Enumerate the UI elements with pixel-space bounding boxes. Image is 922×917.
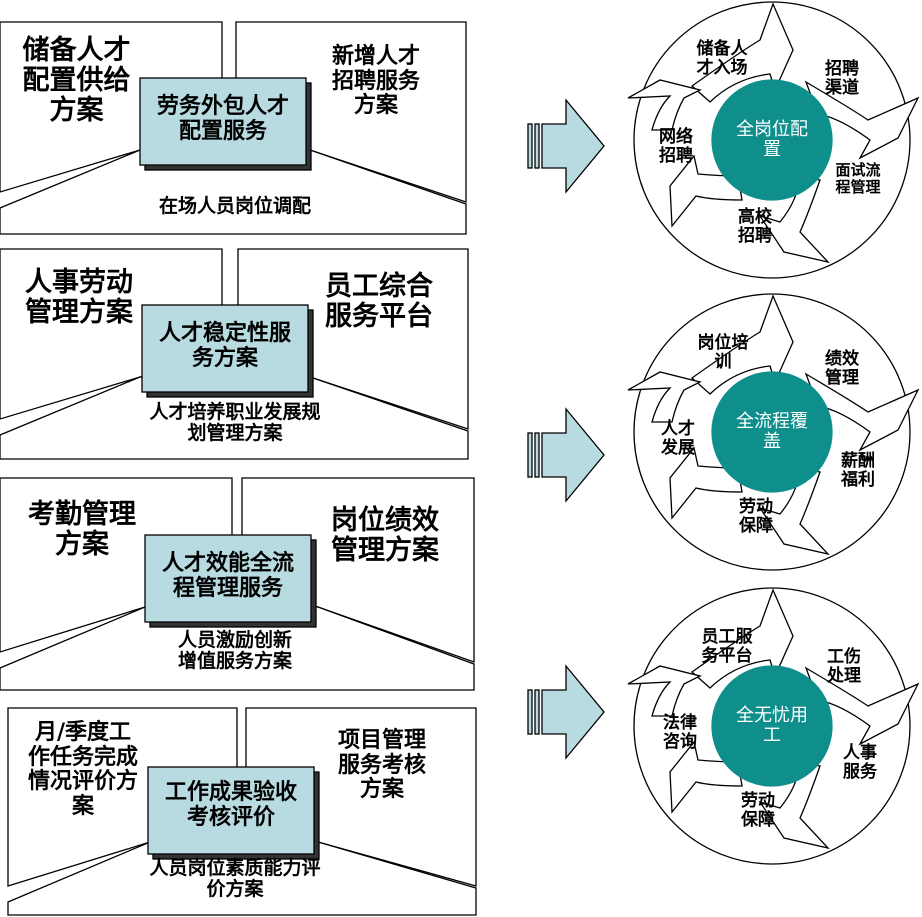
panel-1-center-label: 劳务外包人才 配置服务 <box>156 93 289 144</box>
panel-4-top-right: 项目管理 服务考核 方案 <box>337 727 426 803</box>
cycle-1-item-4: 高校 招聘 <box>738 207 772 247</box>
cycle-1-shapes <box>627 1 920 279</box>
panel-4-frame <box>7 707 477 916</box>
center-box-shapes <box>139 77 320 860</box>
panel-2-top-right: 员工综合 服务平台 <box>325 271 433 333</box>
cycle-1-item-1: 储备人 才入场 <box>696 39 748 79</box>
cycle-2-hub: 全流程覆 盖 <box>736 411 808 453</box>
cycle-3-item-4: 劳动 保障 <box>741 791 775 831</box>
cycle-3-item-3: 人事 服务 <box>843 743 877 783</box>
cycle-1-item-5: 网络 招聘 <box>659 127 693 167</box>
panel-3-bottom: 人员激励创新 增值服务方案 <box>177 629 292 673</box>
cycle-1-hub: 全岗位配 置 <box>736 119 808 161</box>
panel-3-frame <box>0 477 475 691</box>
block-arrow-2 <box>527 407 605 503</box>
panel-1-frame <box>0 21 467 235</box>
panel-1-bottom: 在场人员岗位调配 <box>158 195 311 217</box>
block-arrow-1 <box>527 98 605 194</box>
block-arrow-3 <box>527 664 605 760</box>
panel-4-center-label: 工作成果验收 考核评价 <box>164 779 297 830</box>
panel-3-top-right: 岗位绩效 管理方案 <box>331 505 439 567</box>
cycle-3-item-2: 工伤 处理 <box>827 647 861 687</box>
panel-4-bottom: 人员岗位素质能力评 价方案 <box>149 857 321 901</box>
panel-3-center-label: 人才效能全流 程管理服务 <box>161 550 294 601</box>
panel-2-top-left: 人事劳动 管理方案 <box>25 267 133 329</box>
panel-3-top-left: 考勤管理 方案 <box>28 499 136 561</box>
panel-4-top-left: 月/季度工 作任务完成 情况评价方 案 <box>27 719 138 819</box>
panel-2-bottom: 人才培养职业发展规 划管理方案 <box>149 401 321 445</box>
cycle-2-item-3: 薪酬 福利 <box>841 451 875 491</box>
cycle-2-shapes <box>627 293 920 571</box>
cycle-3-item-1: 员工服 务平台 <box>701 627 753 667</box>
panel-1-top-left: 储备人才 配置供给 方案 <box>22 35 131 127</box>
cycle-1-item-2: 招聘 渠道 <box>825 59 859 99</box>
cycle-3-hub: 全无忧用 工 <box>736 705 808 747</box>
panel-2-frame <box>0 248 469 460</box>
cycle-2-item-2: 绩效 管理 <box>825 349 859 389</box>
cycle-2-item-4: 劳动 保障 <box>739 497 773 537</box>
panel-2-center-label: 人才稳定性服 务方案 <box>158 320 291 371</box>
cycle-3-item-5: 法律 咨询 <box>663 713 697 753</box>
cycle-2-item-1: 岗位培 训 <box>697 333 749 373</box>
cycle-2-item-5: 人才 发展 <box>661 419 695 459</box>
cycle-1-item-3: 面试流 程管理 <box>835 161 881 196</box>
panel-1-top-right: 新增人才 招聘服务 方案 <box>331 43 420 119</box>
cycle-3-shapes <box>627 587 920 865</box>
